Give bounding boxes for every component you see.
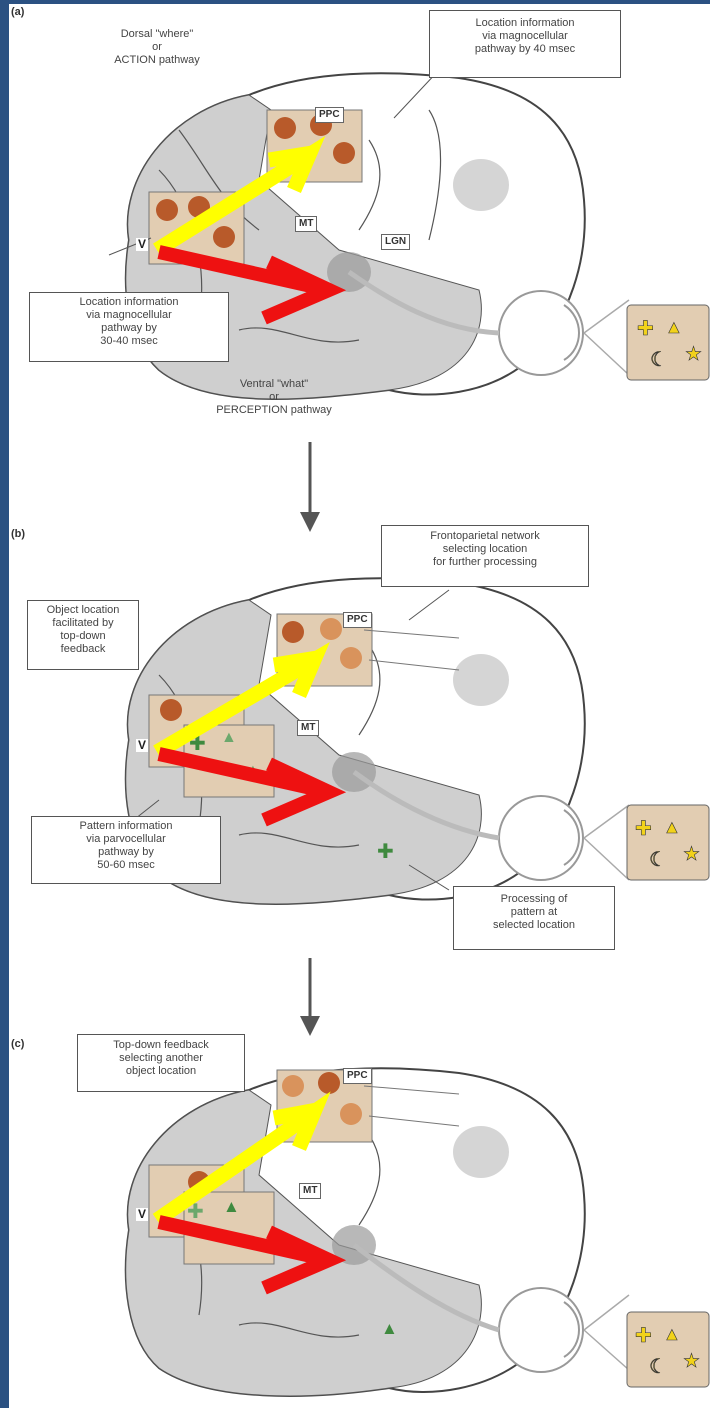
cell — [160, 699, 182, 721]
mt-label: MT — [297, 720, 319, 736]
crescent-icon: ☾ — [649, 1356, 667, 1378]
cell — [274, 117, 296, 139]
cell — [318, 1072, 340, 1094]
star-icon: ★ — [683, 844, 700, 865]
cross-icon: ✚ — [635, 1325, 652, 1347]
ventral-pathway-title: Ventral "what" or PERCEPTION pathway — [199, 378, 349, 417]
triangle-icon: ▲ — [665, 317, 683, 337]
title-line: or — [97, 41, 217, 54]
frontal-spot — [453, 1126, 509, 1178]
ppc-label: PPC — [343, 1068, 372, 1084]
callout-frontoparietal: Frontoparietal network selecting locatio… — [381, 525, 589, 587]
callout-location-30-40msec: Location information via magnocellular p… — [29, 292, 229, 362]
callout-top-down-feedback: Top-down feedback selecting another obje… — [77, 1034, 245, 1092]
star-icon: ★ — [683, 1351, 700, 1372]
cross-icon: ✚ — [637, 318, 654, 340]
frontal-spot — [453, 159, 509, 211]
cell — [340, 647, 362, 669]
title-line: Dorsal "where" — [97, 28, 217, 41]
cell — [156, 199, 178, 221]
panel-c: ✚ ▲ ▲ ▲ ✚ ▲ ☾ ★ (c) Top-down feedback se… — [9, 1030, 710, 1408]
eye-icon — [499, 796, 629, 880]
v1-label: V — [136, 238, 148, 251]
panel-label: (a) — [11, 6, 24, 18]
mt-label: MT — [295, 216, 317, 232]
eye-icon — [499, 291, 629, 375]
v1-label: V — [136, 1208, 148, 1221]
cell — [282, 1075, 304, 1097]
panel-b: ✚ ▲ ▲ ✚ ✚ ▲ ☾ ★ (b) Frontoparieta — [9, 520, 710, 980]
callout-pattern-processing: Processing of pattern at selected locati… — [453, 886, 615, 950]
triangle-icon: ▲ — [381, 1319, 398, 1338]
callout-pattern-information: Pattern information via parvocellular pa… — [31, 816, 221, 884]
panel-label: (c) — [11, 1038, 24, 1050]
frontal-spot — [453, 654, 509, 706]
crescent-icon: ☾ — [650, 349, 668, 371]
ppc-label: PPC — [315, 107, 344, 123]
crescent-icon: ☾ — [649, 849, 667, 871]
dorsal-pathway-title: Dorsal "where" or ACTION pathway — [97, 28, 217, 67]
cell — [320, 618, 342, 640]
cell — [213, 226, 235, 248]
triangle-icon: ▲ — [223, 1197, 240, 1216]
triangle-icon: ▲ — [663, 1324, 681, 1344]
eye-icon — [499, 1288, 629, 1372]
callout-location-40msec: Location information via magnocellular p… — [429, 10, 621, 78]
triangle-icon: ▲ — [663, 817, 681, 837]
panel-a: ✚ ▲ ☾ ★ (a) Dorsal "where" or ACTION pat… — [9, 0, 710, 460]
callout-object-location: Object location facilitated by top-down … — [27, 600, 139, 670]
cell — [333, 142, 355, 164]
cell — [340, 1103, 362, 1125]
triangle-icon: ▲ — [221, 729, 237, 746]
ppc-label: PPC — [343, 612, 372, 628]
lgn-label: LGN — [381, 234, 410, 250]
v1-label: V — [136, 739, 148, 752]
cross-icon: ✚ — [635, 818, 652, 840]
cross-icon: ✚ — [377, 841, 394, 863]
star-icon: ★ — [685, 344, 702, 365]
mt-label: MT — [299, 1183, 321, 1199]
down-arrow-icon — [298, 958, 322, 1038]
panel-label: (b) — [11, 528, 25, 540]
title-line: ACTION pathway — [97, 54, 217, 67]
left-border — [0, 0, 9, 1408]
cell — [282, 621, 304, 643]
